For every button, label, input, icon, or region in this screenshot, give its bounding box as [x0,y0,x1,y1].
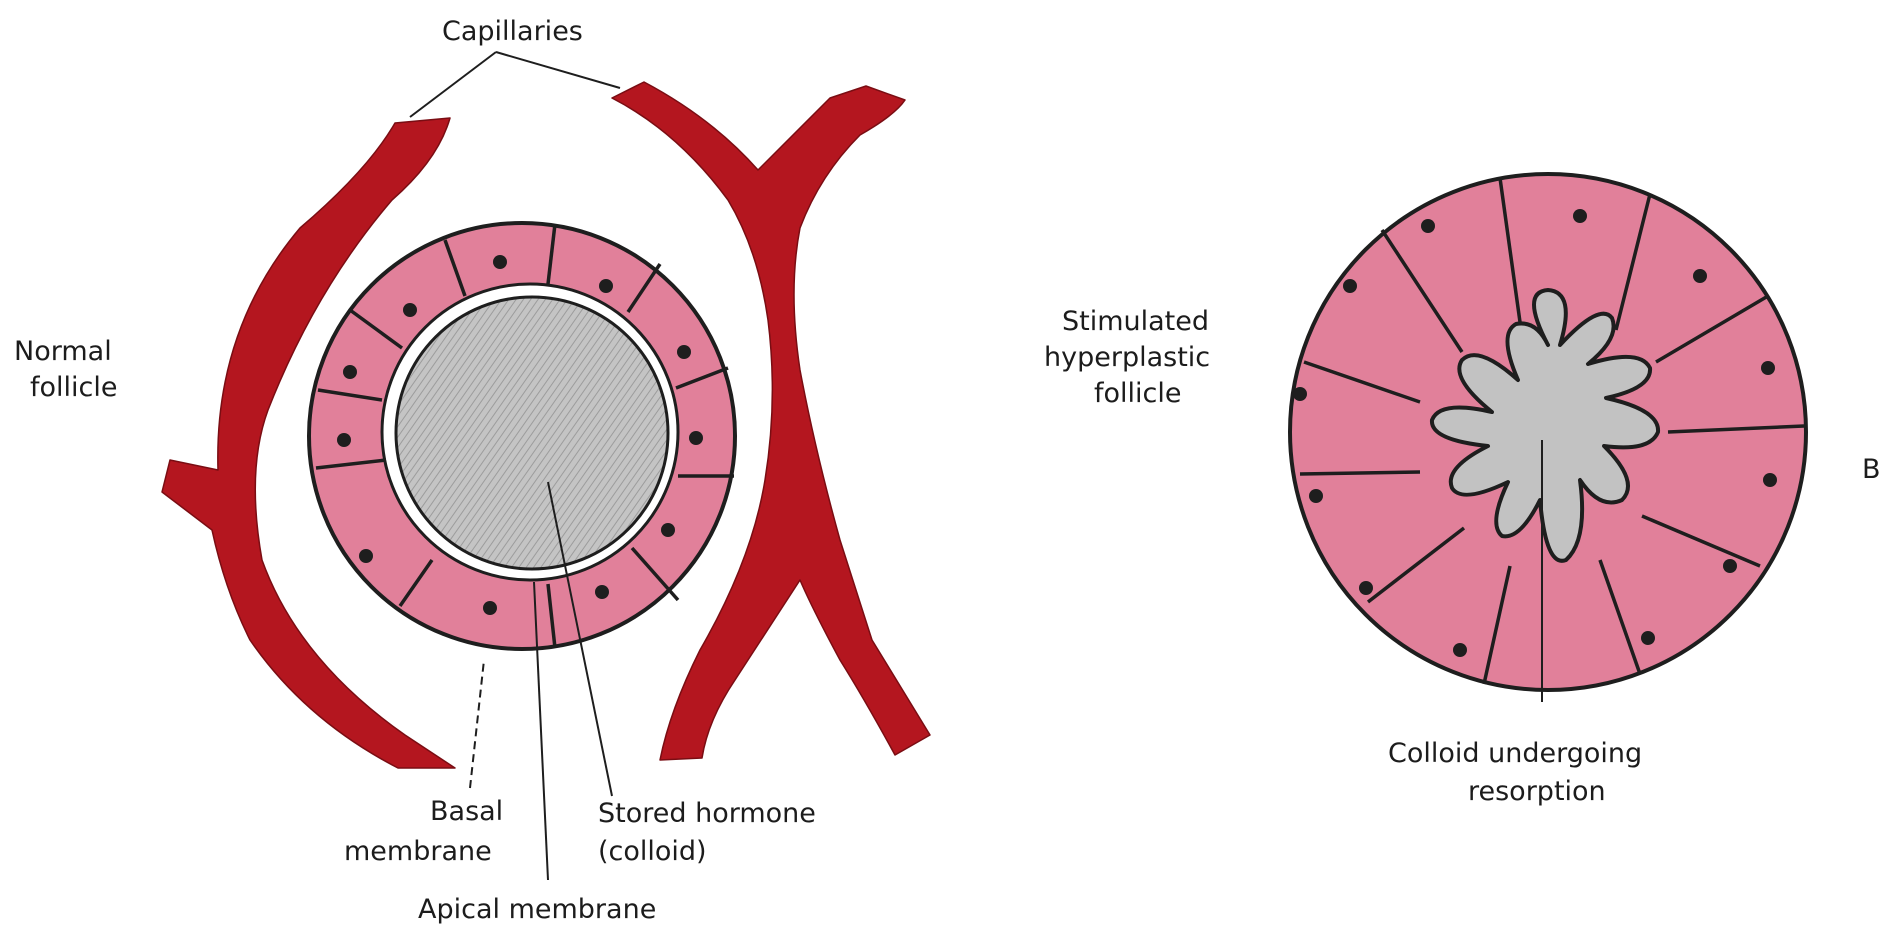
stimulated-label-line1: Stimulated [1062,306,1209,337]
apical-membrane-label: Apical membrane [418,894,656,925]
normal-follicle-label-line1: Normal [14,336,112,367]
stimulated-follicle-panel: Stimulated hyperplastic follicle Colloid… [1044,174,1881,807]
basal-membrane-label-line2: membrane [344,836,492,867]
stimulated-label-line3: follicle [1094,378,1182,409]
panel-letter-b: B [1862,454,1881,485]
normal-follicle-label-line2: follicle [30,372,118,403]
stored-hormone-label-line2: (colloid) [598,836,707,867]
capillaries-leader-right [496,52,620,88]
capillaries-leader-left [410,52,496,117]
basal-leader [470,660,484,788]
colloid-resorption-label-line1: Colloid undergoing [1388,738,1642,769]
stored-hormone-label-line1: Stored hormone [598,798,816,829]
normal-follicle-panel: Capillaries Normal follicle Basal membra… [14,16,930,925]
capillaries-label: Capillaries [442,16,583,47]
basal-membrane-label-line1: Basal [430,796,503,827]
stimulated-label-line2: hyperplastic [1044,342,1210,373]
stored-colloid [396,297,668,569]
colloid-resorption-label-line2: resorption [1468,776,1606,807]
